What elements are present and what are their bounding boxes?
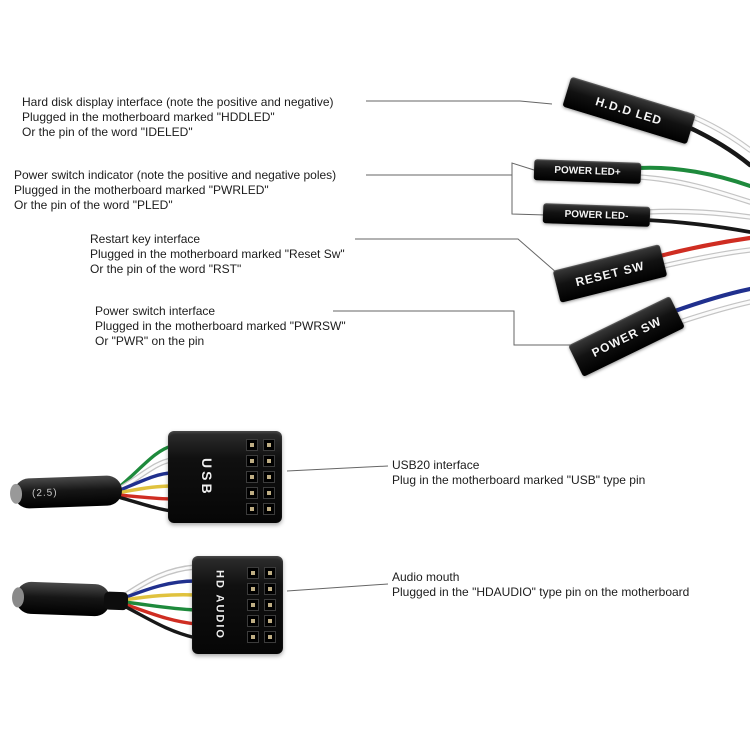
pin-hole bbox=[246, 471, 258, 483]
note-line: Plugged in the "HDAUDIO" type pin on the… bbox=[392, 585, 690, 599]
note-line: Or "PWR" on the pin bbox=[95, 334, 205, 348]
callout-lines bbox=[286, 100, 573, 592]
audio-red-wire bbox=[122, 602, 198, 626]
pin-hole bbox=[247, 631, 259, 643]
note-line: Hard disk display interface (note the po… bbox=[22, 95, 334, 109]
reset-red-wire bbox=[653, 235, 750, 260]
pin-hole bbox=[247, 615, 259, 627]
pin-hole bbox=[263, 439, 275, 451]
pin-hole bbox=[263, 471, 275, 483]
audio-callout-line bbox=[286, 583, 389, 592]
audio-white-wire bbox=[122, 565, 198, 598]
pin-hole bbox=[264, 583, 276, 595]
pin-hole bbox=[246, 439, 258, 451]
pin-hole bbox=[264, 631, 276, 643]
power-led-minus-black-wire bbox=[644, 218, 750, 234]
power-led-bracket-line bbox=[511, 162, 547, 216]
usb-black-wire bbox=[116, 495, 174, 513]
pin-hole bbox=[246, 455, 258, 467]
note-line: Or the pin of the word "IDELED" bbox=[22, 125, 193, 139]
hd-audio-connector: HD AUDIO bbox=[192, 556, 283, 654]
usb-callout-line bbox=[286, 465, 389, 472]
note-line: Power switch interface bbox=[95, 304, 216, 318]
hd-audio-connector-label: HD AUDIO bbox=[213, 570, 226, 640]
note-line: Or the pin of the word "RST" bbox=[90, 262, 242, 276]
pin-hole bbox=[247, 567, 259, 579]
pin-hole bbox=[246, 503, 258, 515]
note-line: Plugged in the motherboard marked "PWRSW… bbox=[95, 319, 346, 333]
hdd-annotation: Hard disk display interface (note the po… bbox=[22, 95, 334, 140]
audio-green-wire bbox=[122, 600, 198, 612]
note-line: Power switch indicator (note the positiv… bbox=[14, 168, 337, 182]
pin-hole bbox=[264, 599, 276, 611]
audio-blue-wire bbox=[122, 579, 198, 600]
note-line: Audio mouth bbox=[392, 570, 460, 584]
pin-hole bbox=[263, 503, 275, 515]
note-line: USB20 interface bbox=[392, 458, 480, 472]
usb-green-wire bbox=[116, 444, 174, 490]
note-line: Or the pin of the word "PLED" bbox=[14, 198, 173, 212]
audio-cable-sheath bbox=[15, 581, 111, 617]
pin-hole bbox=[264, 615, 276, 627]
note-line: Plugged in the motherboard marked "PWRLE… bbox=[14, 183, 269, 197]
power-sw-annotation: Power switch interface Plugged in the mo… bbox=[95, 304, 346, 349]
power-led-plus-white-wire bbox=[636, 175, 750, 204]
hd-audio-pin-grid bbox=[247, 567, 276, 643]
audio-annotation: Audio mouth Plugged in the "HDAUDIO" typ… bbox=[392, 570, 689, 600]
audio-black-wire bbox=[122, 604, 198, 640]
power-sw-callout-line bbox=[333, 310, 573, 346]
audio-yellow-wire bbox=[122, 593, 198, 602]
power-sw-blue-wire bbox=[669, 286, 750, 315]
audio-wires bbox=[121, 564, 199, 640]
usb-connector-label: USB bbox=[199, 457, 215, 497]
usb-sheath-print: (2.5) bbox=[31, 486, 58, 499]
pin-hole bbox=[247, 599, 259, 611]
note-line: Plug in the motherboard marked "USB" typ… bbox=[392, 473, 646, 487]
reset-annotation: Restart key interface Plugged in the mot… bbox=[90, 232, 345, 277]
usb-annotation: USB20 interface Plug in the motherboard … bbox=[392, 458, 645, 488]
power-led-annotation: Power switch indicator (note the positiv… bbox=[14, 168, 336, 213]
power-led-minus-connector-label: POWER LED- bbox=[564, 208, 629, 222]
pin-hole bbox=[263, 455, 275, 467]
note-line: Restart key interface bbox=[90, 232, 201, 246]
usb-wires bbox=[115, 444, 175, 513]
reset-callout-line bbox=[355, 238, 558, 274]
hdd-callout-line bbox=[366, 100, 553, 105]
power-led-plus-connector-label: POWER LED+ bbox=[554, 164, 621, 179]
reset-white-wire bbox=[657, 248, 750, 269]
note-line: Plugged in the motherboard marked "HDDLE… bbox=[22, 110, 275, 124]
usb-connector: USB bbox=[168, 431, 282, 523]
pin-hole bbox=[263, 487, 275, 499]
usb-cable-sheath: (2.5) bbox=[13, 475, 123, 509]
top-wires bbox=[635, 111, 750, 326]
power-sw-white-wire bbox=[675, 300, 750, 325]
pin-hole bbox=[246, 487, 258, 499]
power-led-plus-connector: POWER LED+ bbox=[533, 159, 642, 184]
power-led-minus-white-wire bbox=[644, 209, 750, 219]
power-led-plus-green-wire bbox=[636, 165, 750, 188]
hdd-black-wire bbox=[685, 124, 750, 168]
pin-hole bbox=[264, 567, 276, 579]
note-line: Plugged in the motherboard marked "Reset… bbox=[90, 247, 345, 261]
usb-pin-grid bbox=[246, 439, 275, 515]
pin-hole bbox=[247, 583, 259, 595]
power-led-minus-connector: POWER LED- bbox=[542, 203, 651, 227]
